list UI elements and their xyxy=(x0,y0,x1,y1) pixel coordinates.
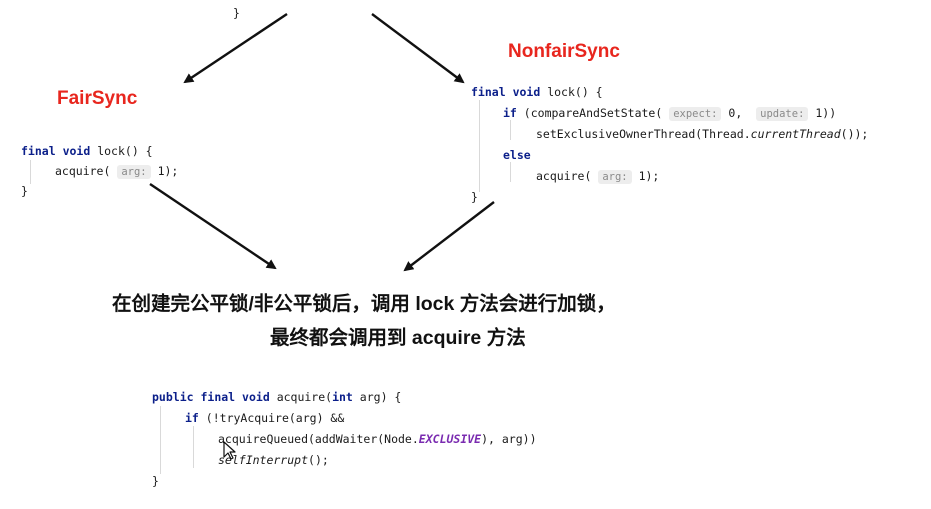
nonfair-code-line-2: if (compareAndSetState( expect: 0, updat… xyxy=(503,106,837,121)
nonfairsync-title: NonfairSync xyxy=(508,41,620,62)
nonfair-indent-guide-if xyxy=(510,120,511,140)
mouse-cursor-icon xyxy=(223,441,236,460)
fair-code-line-3: } xyxy=(21,184,28,198)
caption-line-2: 最终都会调用到 acquire 方法 xyxy=(270,327,526,349)
nonfair-indent-guide-outer xyxy=(479,100,480,192)
nonfair-code-line-5: acquire( arg: 1); xyxy=(536,169,660,184)
acquire-code-line-5: } xyxy=(152,474,159,488)
acquire-indent-guide-outer xyxy=(160,406,161,474)
acquire-indent-guide-if xyxy=(193,426,194,468)
top-closing-brace: } xyxy=(233,6,240,20)
fairsync-title: FairSync xyxy=(57,88,138,109)
arrow-fair-to-caption xyxy=(149,183,277,270)
acquire-code-line-2: if (!tryAcquire(arg) && xyxy=(185,411,345,425)
acquire-code-line-3: acquireQueued(addWaiter(Node.EXCLUSIVE),… xyxy=(218,432,537,446)
nonfair-code-line-1: final void lock() { xyxy=(471,85,603,99)
fair-code-line-1: final void lock() { xyxy=(21,144,153,158)
arrow-nonfair-to-caption xyxy=(403,201,495,272)
acquire-code-line-1: public final void acquire(int arg) { xyxy=(152,390,402,404)
nonfair-code-line-6: } xyxy=(471,190,478,204)
arrow-to-fairsync xyxy=(183,13,288,84)
arrow-to-nonfairsync xyxy=(371,13,465,84)
nonfair-indent-guide-else xyxy=(510,162,511,182)
caption-line-1: 在创建完公平锁/非公平锁后，调用 lock 方法会进行加锁， xyxy=(112,293,616,315)
nonfair-code-line-4: else xyxy=(503,148,531,162)
fair-indent-guide xyxy=(30,160,31,184)
acquire-code-line-4: selfInterrupt(); xyxy=(218,453,329,467)
nonfair-code-line-3: setExclusiveOwnerThread(Thread.currentTh… xyxy=(536,127,869,141)
fair-code-line-2: acquire( arg: 1); xyxy=(55,164,179,179)
